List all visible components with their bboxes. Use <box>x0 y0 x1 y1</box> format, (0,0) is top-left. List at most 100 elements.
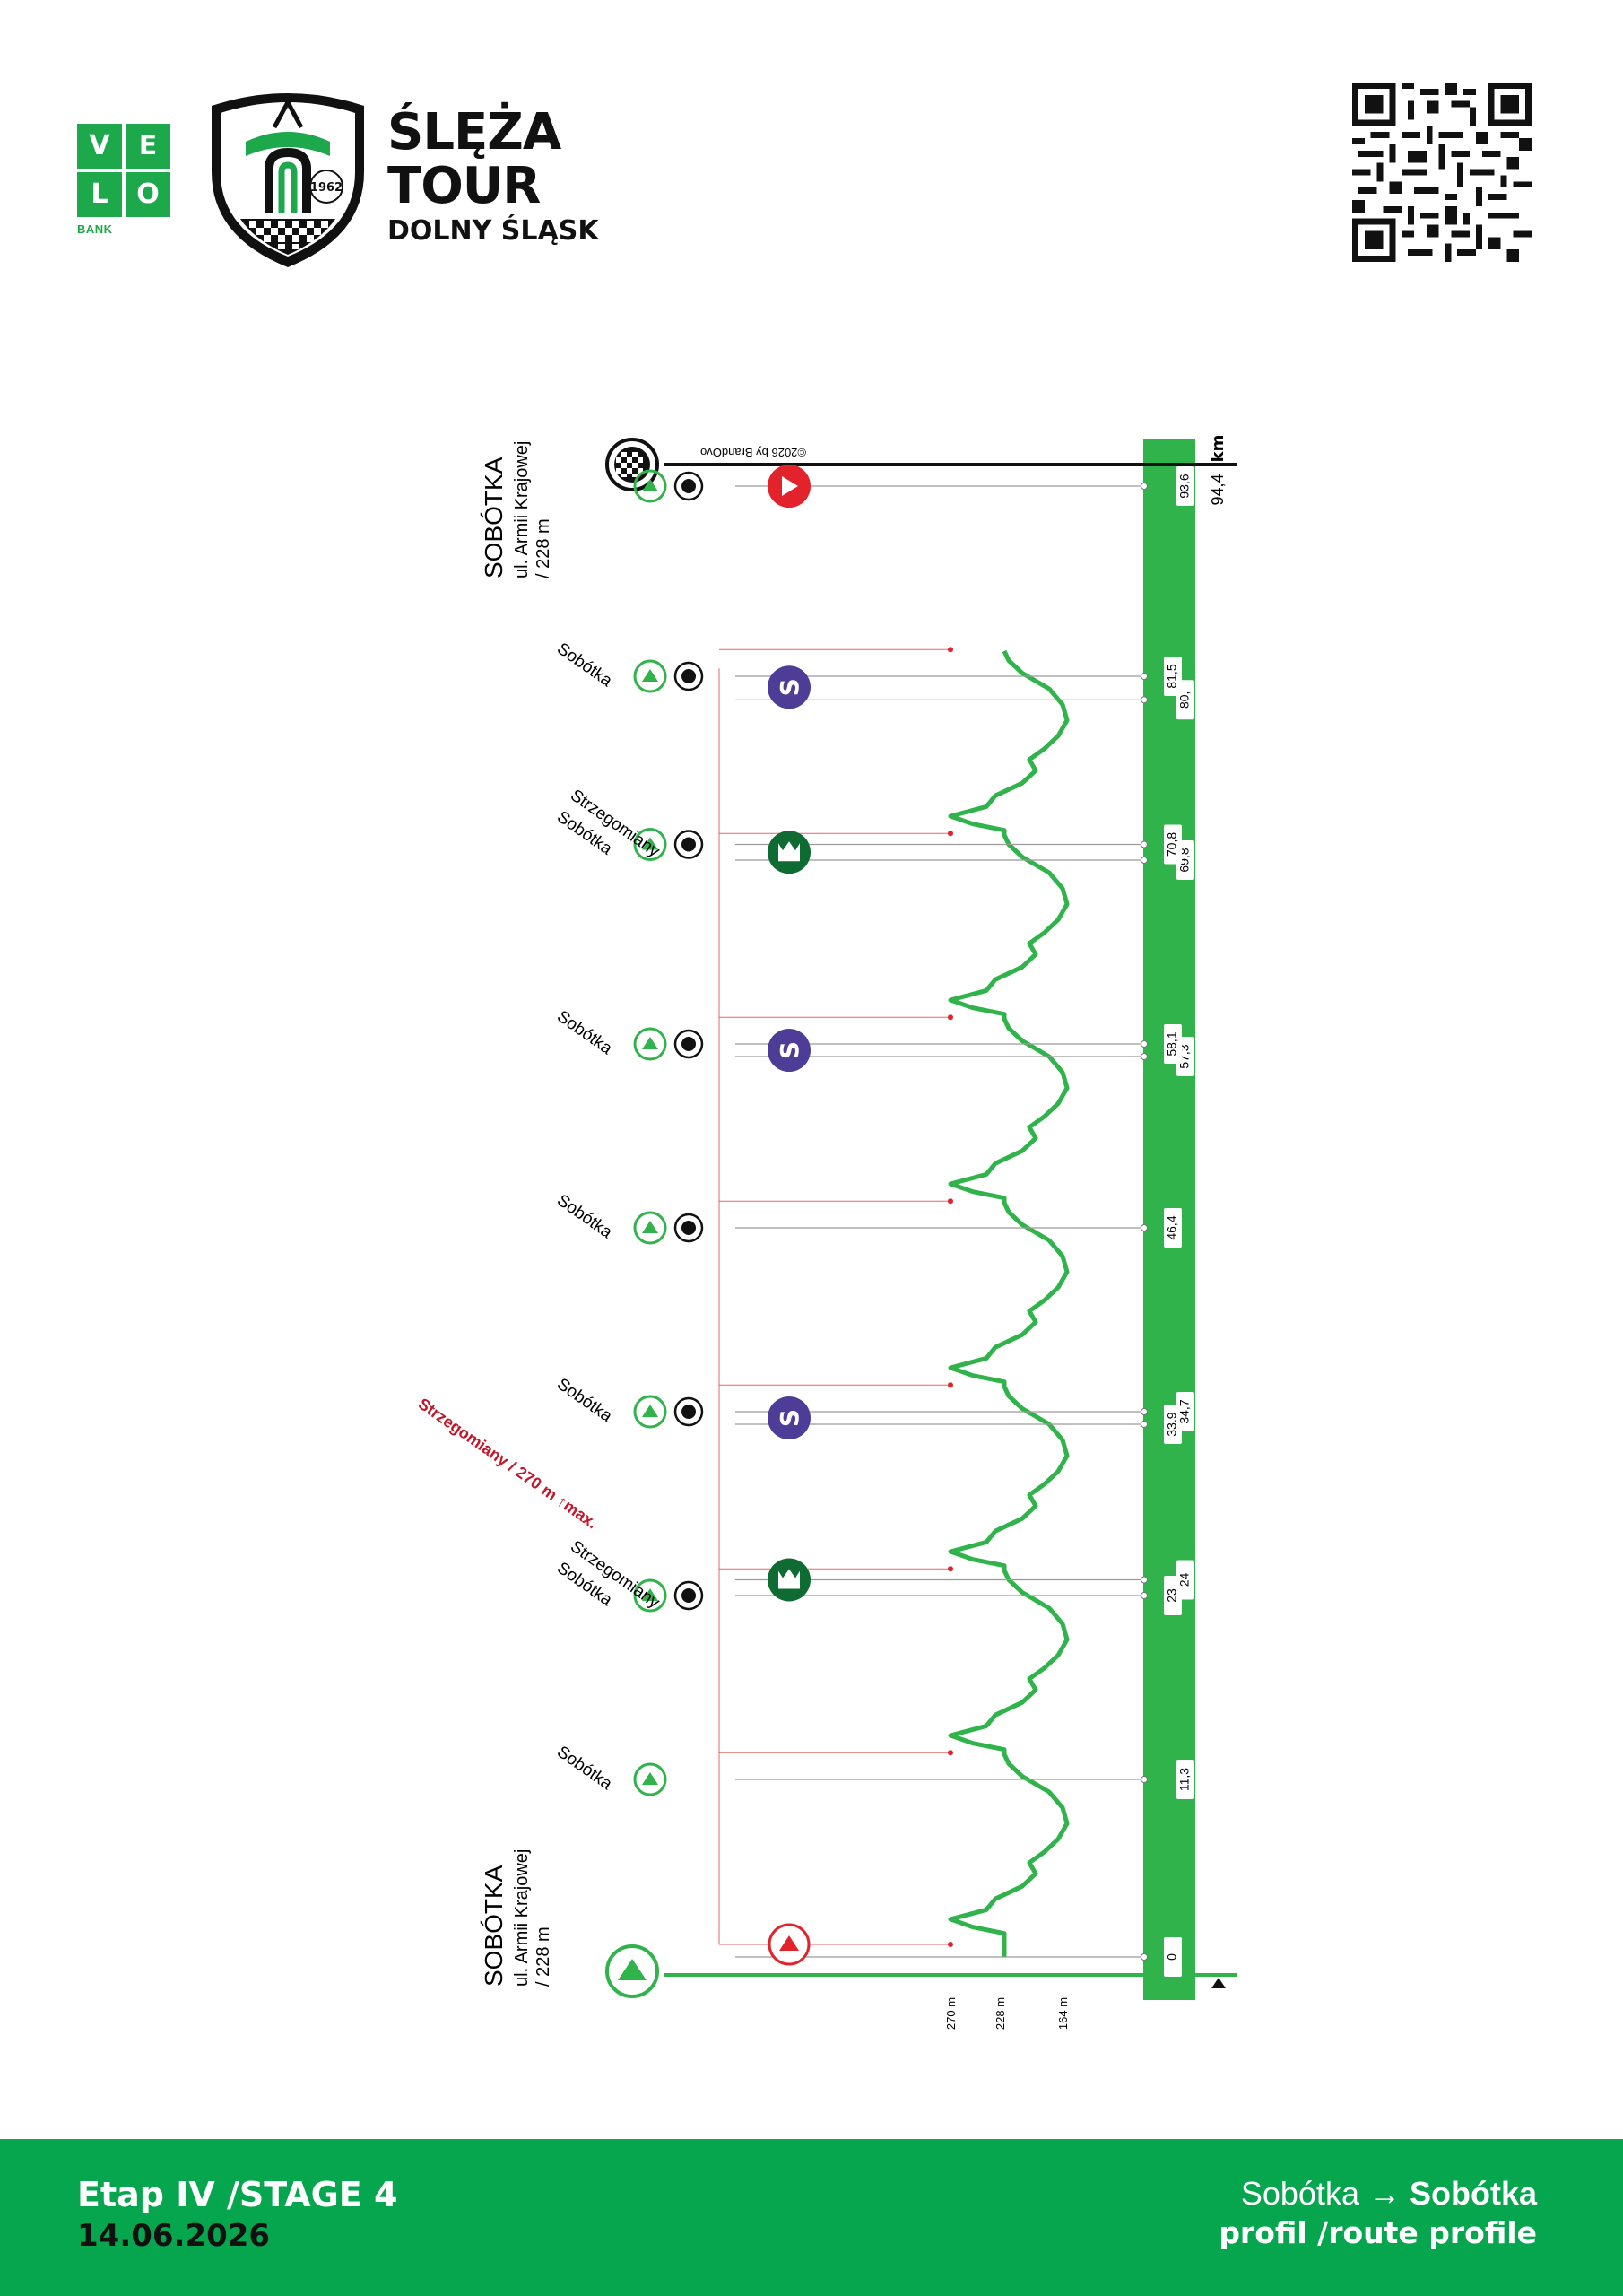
km-label-box <box>1164 1937 1182 1977</box>
start-km-glyph <box>779 1935 799 1951</box>
start-street: ul. Armii Krajowej <box>512 1849 532 1987</box>
km-dot <box>1141 1953 1148 1961</box>
finish-flag-small-icon <box>673 471 704 501</box>
max-elevation-note: Strzegomiany / 270 m ↑max. <box>415 1395 601 1533</box>
start-town: SOBÓTKA <box>480 1865 508 1987</box>
finish-elevation: / 228 m <box>534 518 553 578</box>
stage-date: 14.06.2026 <box>77 2218 271 2254</box>
km-dot <box>1141 1408 1148 1416</box>
start-elevation: / 228 m <box>534 1926 553 1987</box>
km-dot <box>1141 1592 1148 1600</box>
race-shield-logo: 1962 <box>212 93 364 267</box>
summit-dot <box>948 1382 953 1388</box>
km-marker-label: 0 <box>1165 1953 1179 1961</box>
route-from: Sobótka → <box>1240 2175 1401 2212</box>
wordmark-line1: ŚLĘŻA <box>387 103 561 161</box>
finish-flag-small-icon <box>673 1029 704 1059</box>
finish-flag-small-icon <box>673 830 704 859</box>
logo-letter: E <box>126 124 170 169</box>
sprint-icon <box>768 1396 811 1440</box>
km-label-box <box>1164 824 1182 865</box>
place-label: Sobótka <box>553 1191 616 1242</box>
qr-code-icon[interactable] <box>1352 83 1532 262</box>
place-label: Sobótka <box>553 1743 616 1794</box>
km-marker-label: 24 <box>1177 1572 1192 1587</box>
lap-arrow-icon <box>633 828 667 861</box>
km-marker-label: 34,7 <box>1177 1399 1192 1423</box>
km-dot <box>1141 696 1148 704</box>
elevation-profile-line <box>948 649 1070 1957</box>
footer-band <box>0 2139 1623 2296</box>
km-unit-label: km <box>1209 435 1228 463</box>
logo-letter: O <box>126 172 170 217</box>
finish-town: SOBÓTKA <box>480 457 508 578</box>
place-label: Sobótka <box>553 1007 616 1058</box>
logo-year: 1962 <box>310 181 343 195</box>
km-dot <box>1141 1421 1148 1429</box>
wordmark-line2: TOUR <box>387 157 541 215</box>
finish-flag-small-icon <box>673 1580 704 1611</box>
lap-arrow-icon <box>633 1211 667 1245</box>
place-label: Sobótka <box>553 639 616 691</box>
km-marker-label: 58,1 <box>1165 1031 1179 1056</box>
km-marker-label: 46,4 <box>1165 1215 1179 1239</box>
stage-title: Etap IV /STAGE 4 <box>77 2175 398 2214</box>
sprint-letter: S <box>775 1041 804 1059</box>
wordmark-line3: DOLNY ŚLĄSK <box>387 215 599 247</box>
km-dot <box>1141 1053 1148 1061</box>
finish-street: ul. Armii Krajowej <box>512 441 532 578</box>
mountain-glyph <box>778 841 800 862</box>
km-dot <box>1141 1576 1148 1584</box>
logo-subtitle: BANK <box>77 222 113 236</box>
km-marker-label: 33,9 <box>1165 1412 1179 1436</box>
lap-arrow-icon <box>633 1578 667 1613</box>
elevation-tick: 228 m <box>994 1997 1007 2030</box>
arrow-up-icon <box>1211 1978 1226 1988</box>
mountain-glyph <box>778 1569 800 1589</box>
race-wordmark: ŚLĘŻA TOUR DOLNY ŚLĄSK <box>387 106 599 249</box>
summit-dot <box>948 1750 953 1756</box>
play-glyph <box>782 476 798 497</box>
km-marker-label: 70,8 <box>1165 832 1179 857</box>
sprint-letter: S <box>775 1409 804 1427</box>
finish-flag-small-icon <box>673 1213 704 1243</box>
profile-subtitle: profil /route profile <box>1219 2215 1537 2250</box>
km-label-box <box>1164 1024 1182 1065</box>
km-dot <box>1141 673 1148 681</box>
route-to: Sobótka <box>1409 2175 1537 2212</box>
start-marker-icon <box>605 1944 659 1998</box>
velo-bank-logo: V E L O BANK <box>77 124 172 237</box>
finish-town-block: SOBÓTKA ul. Armii Krajowej / 228 m <box>480 441 553 578</box>
km-dot <box>1141 857 1148 865</box>
place-label: Sobótka <box>553 1375 616 1426</box>
finish-flag-small-icon <box>673 1396 704 1427</box>
start-town-block: SOBÓTKA ul. Armii Krajowej / 228 m <box>480 1849 553 1987</box>
lap-arrow-icon <box>633 469 667 503</box>
km-dot <box>1141 1776 1148 1784</box>
sprint-letter: S <box>775 678 804 696</box>
km-label-box <box>1176 1560 1194 1600</box>
summit-dot <box>948 1941 953 1947</box>
lap-arrow-icon <box>633 1395 667 1429</box>
summit-dot <box>948 647 953 653</box>
km-dot <box>1141 483 1148 491</box>
km-label-box <box>1176 1760 1194 1800</box>
sprint-icon <box>768 1029 811 1073</box>
km-marker-label: 93,6 <box>1177 474 1192 498</box>
lap-arrow-icon <box>633 659 667 693</box>
km-dot <box>1141 840 1148 848</box>
km-label-box <box>1176 1392 1194 1432</box>
km-dot <box>1141 1224 1148 1232</box>
summit-dot <box>948 831 953 837</box>
km-label-box <box>1164 1208 1182 1248</box>
route-label: Sobótka → Sobótka <box>1241 2175 1537 2213</box>
km-label-box <box>1176 466 1194 507</box>
summit-dot <box>948 1198 953 1205</box>
route-profile-diagram: km 94,4 ©2026 by BrandOvo SOBÓTKA ul. Ar… <box>415 435 1237 2030</box>
elevation-tick: 270 m <box>944 1997 958 2030</box>
km-marker-label: 81,5 <box>1165 664 1179 688</box>
km-marker-label: 23 <box>1165 1588 1179 1603</box>
copyright-label: ©2026 by BrandOvo <box>700 446 806 459</box>
lap-arrow-icon <box>633 1027 667 1061</box>
total-km-label: 94,4 <box>1209 474 1227 505</box>
